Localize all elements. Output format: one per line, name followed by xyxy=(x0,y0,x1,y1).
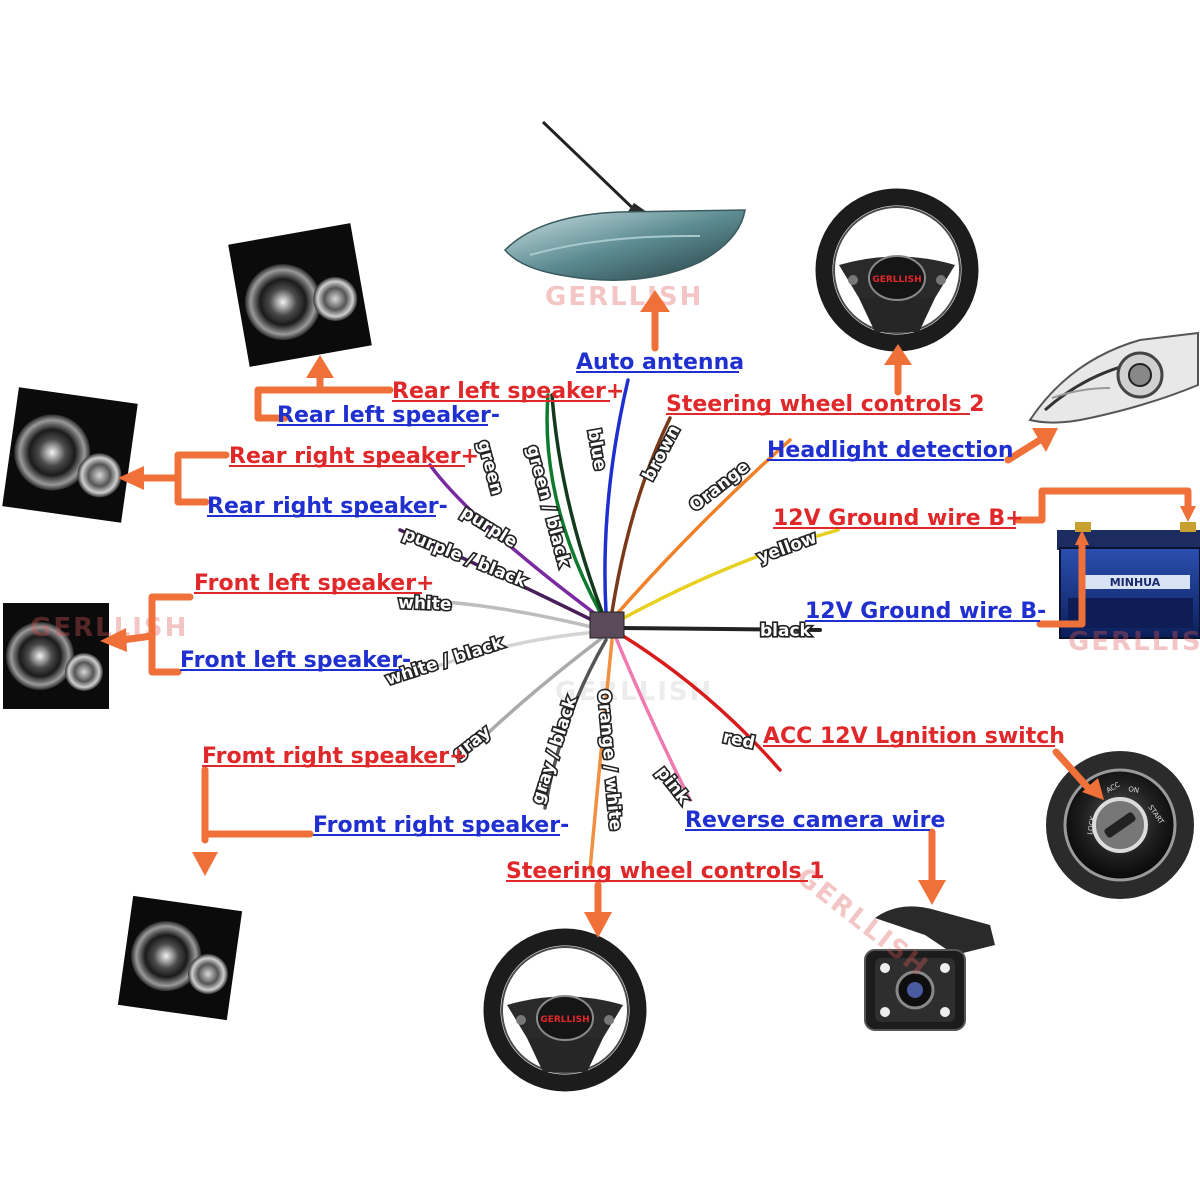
wire-label-gray-black: gray / black xyxy=(528,694,582,807)
speaker-rear-right xyxy=(2,387,138,523)
wire-label-blue: blue xyxy=(583,427,610,471)
label-reverse-camera: Reverse camera wire xyxy=(685,808,945,833)
ignition-pos-lock: LOCK xyxy=(1086,815,1097,835)
label-ground-bminus: 12V Ground wire B- xyxy=(805,599,1046,624)
label-front-right-minus: Fromt right speaker- xyxy=(313,813,569,838)
label-front-right-plus: Fromt right speaker+ xyxy=(202,744,468,769)
wire-label-brown: brown xyxy=(639,422,685,484)
ignition-switch-device: LOCK ACC ON START xyxy=(1046,751,1194,899)
steering-wheel-bottom: GERLLISH xyxy=(483,928,647,1092)
speaker-rear-left xyxy=(228,223,372,367)
label-steering-2: Steering wheel controls 2 xyxy=(666,392,985,417)
connector-labels: Auto antenna Rear left speaker+ Rear lef… xyxy=(180,350,1065,884)
watermark-right: GERLLISH xyxy=(1068,627,1200,657)
label-rear-left-plus: Rear left speaker+ xyxy=(392,379,624,404)
wire-harness xyxy=(398,378,840,872)
label-steering-1: Steering wheel controls 1 xyxy=(506,859,825,884)
label-acc-ignition: ACC 12V Lgnition switch xyxy=(763,724,1065,749)
label-ground-bplus: 12V Ground wire B+ xyxy=(773,506,1024,531)
wire-label-black: black xyxy=(760,621,812,641)
label-rear-right-plus: Rear right speaker+ xyxy=(229,444,479,469)
battery-brand: MINHUA xyxy=(1110,576,1161,589)
label-auto-antenna: Auto antenna xyxy=(576,350,744,375)
steering-logo-text-2: GERLLISH xyxy=(540,1015,589,1025)
wire-label-purple: purple xyxy=(457,502,520,552)
ignition-pos-on: ON xyxy=(1128,785,1140,795)
headlight-device xyxy=(1028,331,1199,424)
speaker-front-right xyxy=(117,895,243,1021)
reverse-camera-device xyxy=(864,906,995,1031)
label-underlines xyxy=(180,371,1055,882)
wire-label-yellow: yellow xyxy=(755,528,820,568)
label-rear-right-minus: Rear right speaker- xyxy=(207,494,448,519)
label-headlight: Headlight detection xyxy=(767,438,1014,463)
arrows xyxy=(100,290,1196,938)
wire-label-pink: pink xyxy=(652,763,694,808)
label-rear-left-minus: Rear left speaker- xyxy=(277,403,500,428)
steering-logo-text: GERLLISH xyxy=(872,275,921,285)
label-front-left-minus: Front left speaker- xyxy=(180,648,411,673)
wire-label-red: red xyxy=(721,727,757,753)
wire-label-orange-white: Orange / white xyxy=(593,689,625,832)
speaker-front-left xyxy=(3,603,109,709)
antenna-device xyxy=(503,120,746,281)
label-front-left-plus: Front left speaker+ xyxy=(194,571,435,596)
steering-wheel-top: GERLLISH xyxy=(815,188,979,352)
watermark-top: GERLLISH xyxy=(545,282,703,312)
wire-label-white: white xyxy=(398,593,452,615)
